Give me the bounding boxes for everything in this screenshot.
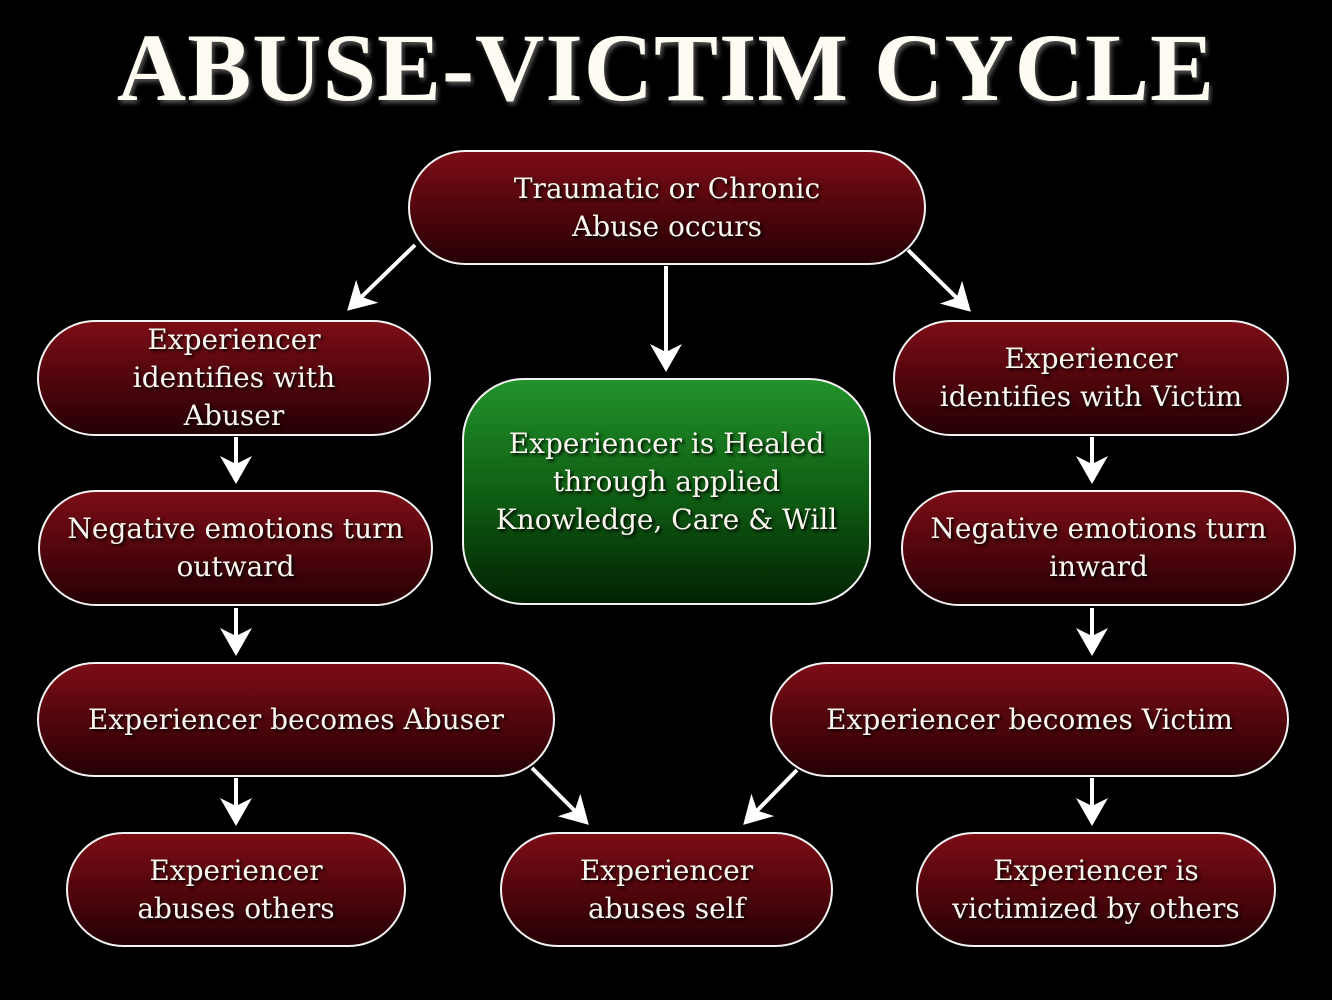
node-abuses-others: Experiencer abuses others xyxy=(66,832,406,947)
arrow-r3-self xyxy=(743,768,799,825)
diagram-title: ABUSE-VICTIM CYCLE xyxy=(116,14,1216,121)
node-abuses-self: Experiencer abuses self xyxy=(500,832,833,947)
node-identify-victim: Experiencer identifies with Victim xyxy=(893,320,1289,436)
node-identify-abuser: Experiencer identifies with Abuser xyxy=(37,320,431,436)
arrow-l3-self xyxy=(530,766,589,825)
node-victimized: Experiencer is victimized by others xyxy=(916,832,1276,947)
arrow-trauma-to-abuser xyxy=(347,243,417,311)
node-healed: Experiencer is Healed through applied Kn… xyxy=(462,378,871,605)
node-becomes-victim: Experiencer becomes Victim xyxy=(770,662,1289,777)
node-outward: Negative emotions turn outward xyxy=(38,490,433,606)
node-inward: Negative emotions turn inward xyxy=(901,490,1296,606)
node-trauma: Traumatic or Chronic Abuse occurs xyxy=(408,150,926,265)
arrow-trauma-to-victim xyxy=(906,248,971,312)
node-becomes-abuser: Experiencer becomes Abuser xyxy=(37,662,555,777)
